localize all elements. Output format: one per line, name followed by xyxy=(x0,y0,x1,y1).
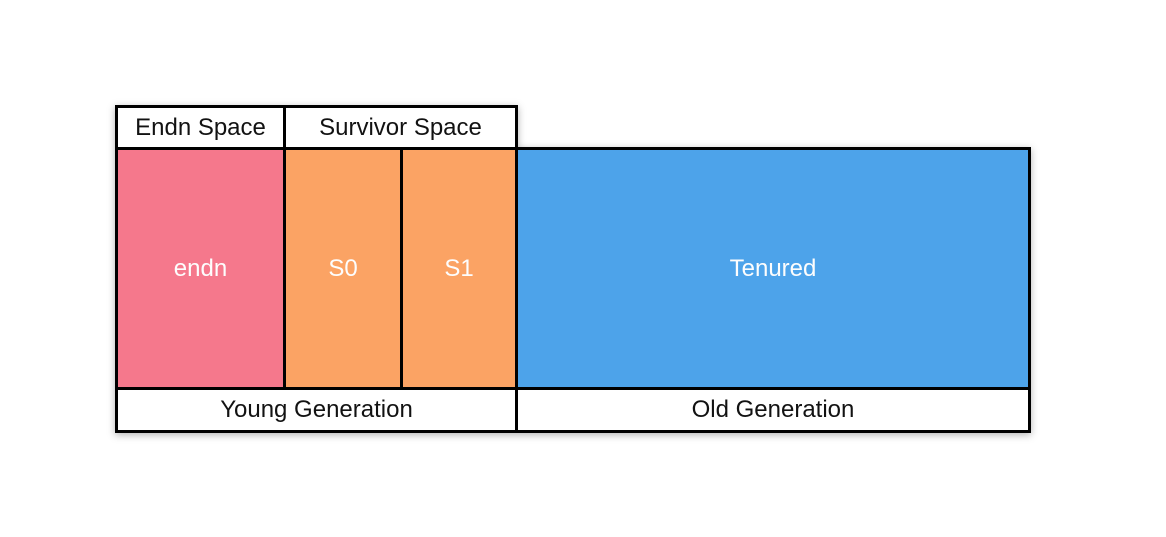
header-endn-space: Endn Space xyxy=(115,105,286,150)
block-endn: endn xyxy=(115,147,286,390)
block-tenured-label: Tenured xyxy=(729,254,817,282)
footer-old-generation-label: Old Generation xyxy=(691,396,855,423)
footer-young-generation-label: Young Generation xyxy=(220,396,413,423)
footer-young-generation: Young Generation xyxy=(115,387,518,433)
header-survivor-space: Survivor Space xyxy=(283,105,518,150)
header-survivor-space-label: Survivor Space xyxy=(319,113,482,141)
block-endn-label: endn xyxy=(173,254,228,282)
block-s1: S1 xyxy=(400,147,518,390)
block-s0: S0 xyxy=(283,147,403,390)
block-s1-label: S1 xyxy=(444,254,474,282)
block-tenured: Tenured xyxy=(515,147,1031,390)
footer-old-generation: Old Generation xyxy=(515,387,1031,433)
header-endn-space-label: Endn Space xyxy=(135,113,266,141)
block-s0-label: S0 xyxy=(328,254,358,282)
